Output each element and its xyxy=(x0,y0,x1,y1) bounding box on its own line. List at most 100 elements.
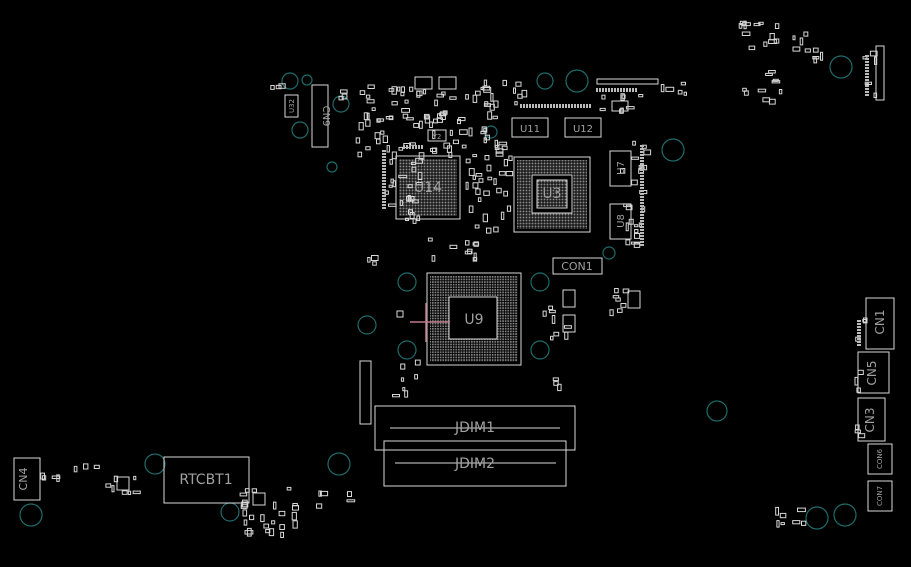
passive-component xyxy=(634,233,641,239)
passive-component xyxy=(355,137,361,144)
pin-pad xyxy=(640,181,644,183)
passive-component xyxy=(482,213,489,223)
pin-pad xyxy=(865,94,869,96)
pin-pad xyxy=(547,104,549,108)
pin-pad xyxy=(857,335,861,337)
passive-component xyxy=(389,158,393,165)
passive-component xyxy=(398,146,404,151)
mounting-hole xyxy=(530,272,550,292)
dimm-slot-jdim1 xyxy=(374,405,576,451)
passive-component xyxy=(813,57,818,64)
pin-pad xyxy=(382,162,386,164)
pin-pad xyxy=(640,217,644,219)
pin-pad xyxy=(382,198,386,200)
pin-pad xyxy=(640,157,644,159)
passive-component xyxy=(820,51,824,61)
passive-component xyxy=(487,111,493,120)
passive-component xyxy=(458,117,466,122)
pin-pad xyxy=(574,104,576,108)
passive-component xyxy=(279,524,285,530)
pin-pad xyxy=(415,145,417,149)
passive-component xyxy=(484,155,490,161)
passive-component xyxy=(316,503,323,509)
pin-pad xyxy=(857,338,861,340)
passive-component xyxy=(869,50,878,57)
passive-component xyxy=(429,121,433,128)
pin-pad xyxy=(865,85,869,87)
passive-component xyxy=(121,490,128,495)
passive-component xyxy=(856,387,861,393)
pin-pad xyxy=(865,61,869,63)
pin-pad xyxy=(382,186,386,188)
pin-pad xyxy=(640,208,644,210)
passive-component xyxy=(459,129,468,135)
pin-pad xyxy=(640,223,644,225)
passive-component xyxy=(436,117,444,123)
passive-component xyxy=(465,94,469,100)
pin-pad xyxy=(857,323,861,325)
passive-component xyxy=(291,511,297,521)
passive-component xyxy=(483,127,488,133)
passive-component xyxy=(486,227,492,234)
pin-pad xyxy=(640,169,644,171)
battery-rtcbt1 xyxy=(163,456,250,504)
passive-component xyxy=(854,376,859,386)
passive-component xyxy=(801,520,807,526)
passive-component xyxy=(775,506,780,516)
passive-component xyxy=(371,107,376,112)
passive-component xyxy=(416,90,423,97)
connector-top-right xyxy=(875,45,885,101)
passive-components xyxy=(40,20,878,538)
passive-component xyxy=(625,222,629,232)
passive-component xyxy=(461,144,467,149)
passive-component xyxy=(474,224,480,229)
passive-component xyxy=(758,21,764,25)
pin-pad xyxy=(640,211,644,213)
passive-component xyxy=(564,331,569,340)
passive-component xyxy=(468,168,475,176)
passive-component xyxy=(388,184,393,188)
pin-pad xyxy=(382,195,386,197)
passive-component xyxy=(483,79,488,87)
passive-component xyxy=(508,155,513,161)
label-u8: U8 xyxy=(616,214,627,228)
label-u9: U9 xyxy=(464,312,483,328)
mounting-hole xyxy=(301,74,313,86)
passive-component xyxy=(557,383,562,392)
label-u14: U14 xyxy=(414,180,442,196)
pin-pad xyxy=(382,207,386,209)
passive-component xyxy=(483,190,490,196)
passive-component xyxy=(432,130,436,140)
passive-component xyxy=(413,123,420,128)
pin-pad xyxy=(865,76,869,78)
passive-component xyxy=(391,86,397,95)
passive-component xyxy=(619,108,624,114)
pin-pad xyxy=(640,226,644,228)
passive-component xyxy=(487,176,493,181)
passive-component xyxy=(442,110,448,115)
component-labels: U14 U3 U9 U11 U12 U7 U8 Y2 CON1 CN9 U32 … xyxy=(17,99,887,506)
passive-component xyxy=(503,190,508,197)
passive-component xyxy=(409,212,415,219)
passive-component xyxy=(495,148,504,154)
passive-component xyxy=(346,499,356,503)
passive-component xyxy=(406,117,414,121)
mounting-hole xyxy=(805,506,829,530)
passive-component xyxy=(374,132,381,140)
pin-pad xyxy=(568,104,570,108)
passive-component xyxy=(551,315,556,324)
mounting-hole xyxy=(602,246,616,260)
passive-component xyxy=(286,486,292,491)
passive-component xyxy=(397,86,401,92)
pin-pad xyxy=(382,183,386,185)
passive-component xyxy=(743,20,747,30)
mounting-hole xyxy=(833,503,857,527)
passive-component xyxy=(514,101,518,106)
mounting-hole xyxy=(397,272,417,292)
pin-pad xyxy=(382,201,386,203)
passive-component xyxy=(366,99,375,104)
passive-component xyxy=(515,81,522,87)
passive-component xyxy=(477,197,482,203)
passive-component xyxy=(402,387,406,392)
passive-component xyxy=(427,237,433,242)
